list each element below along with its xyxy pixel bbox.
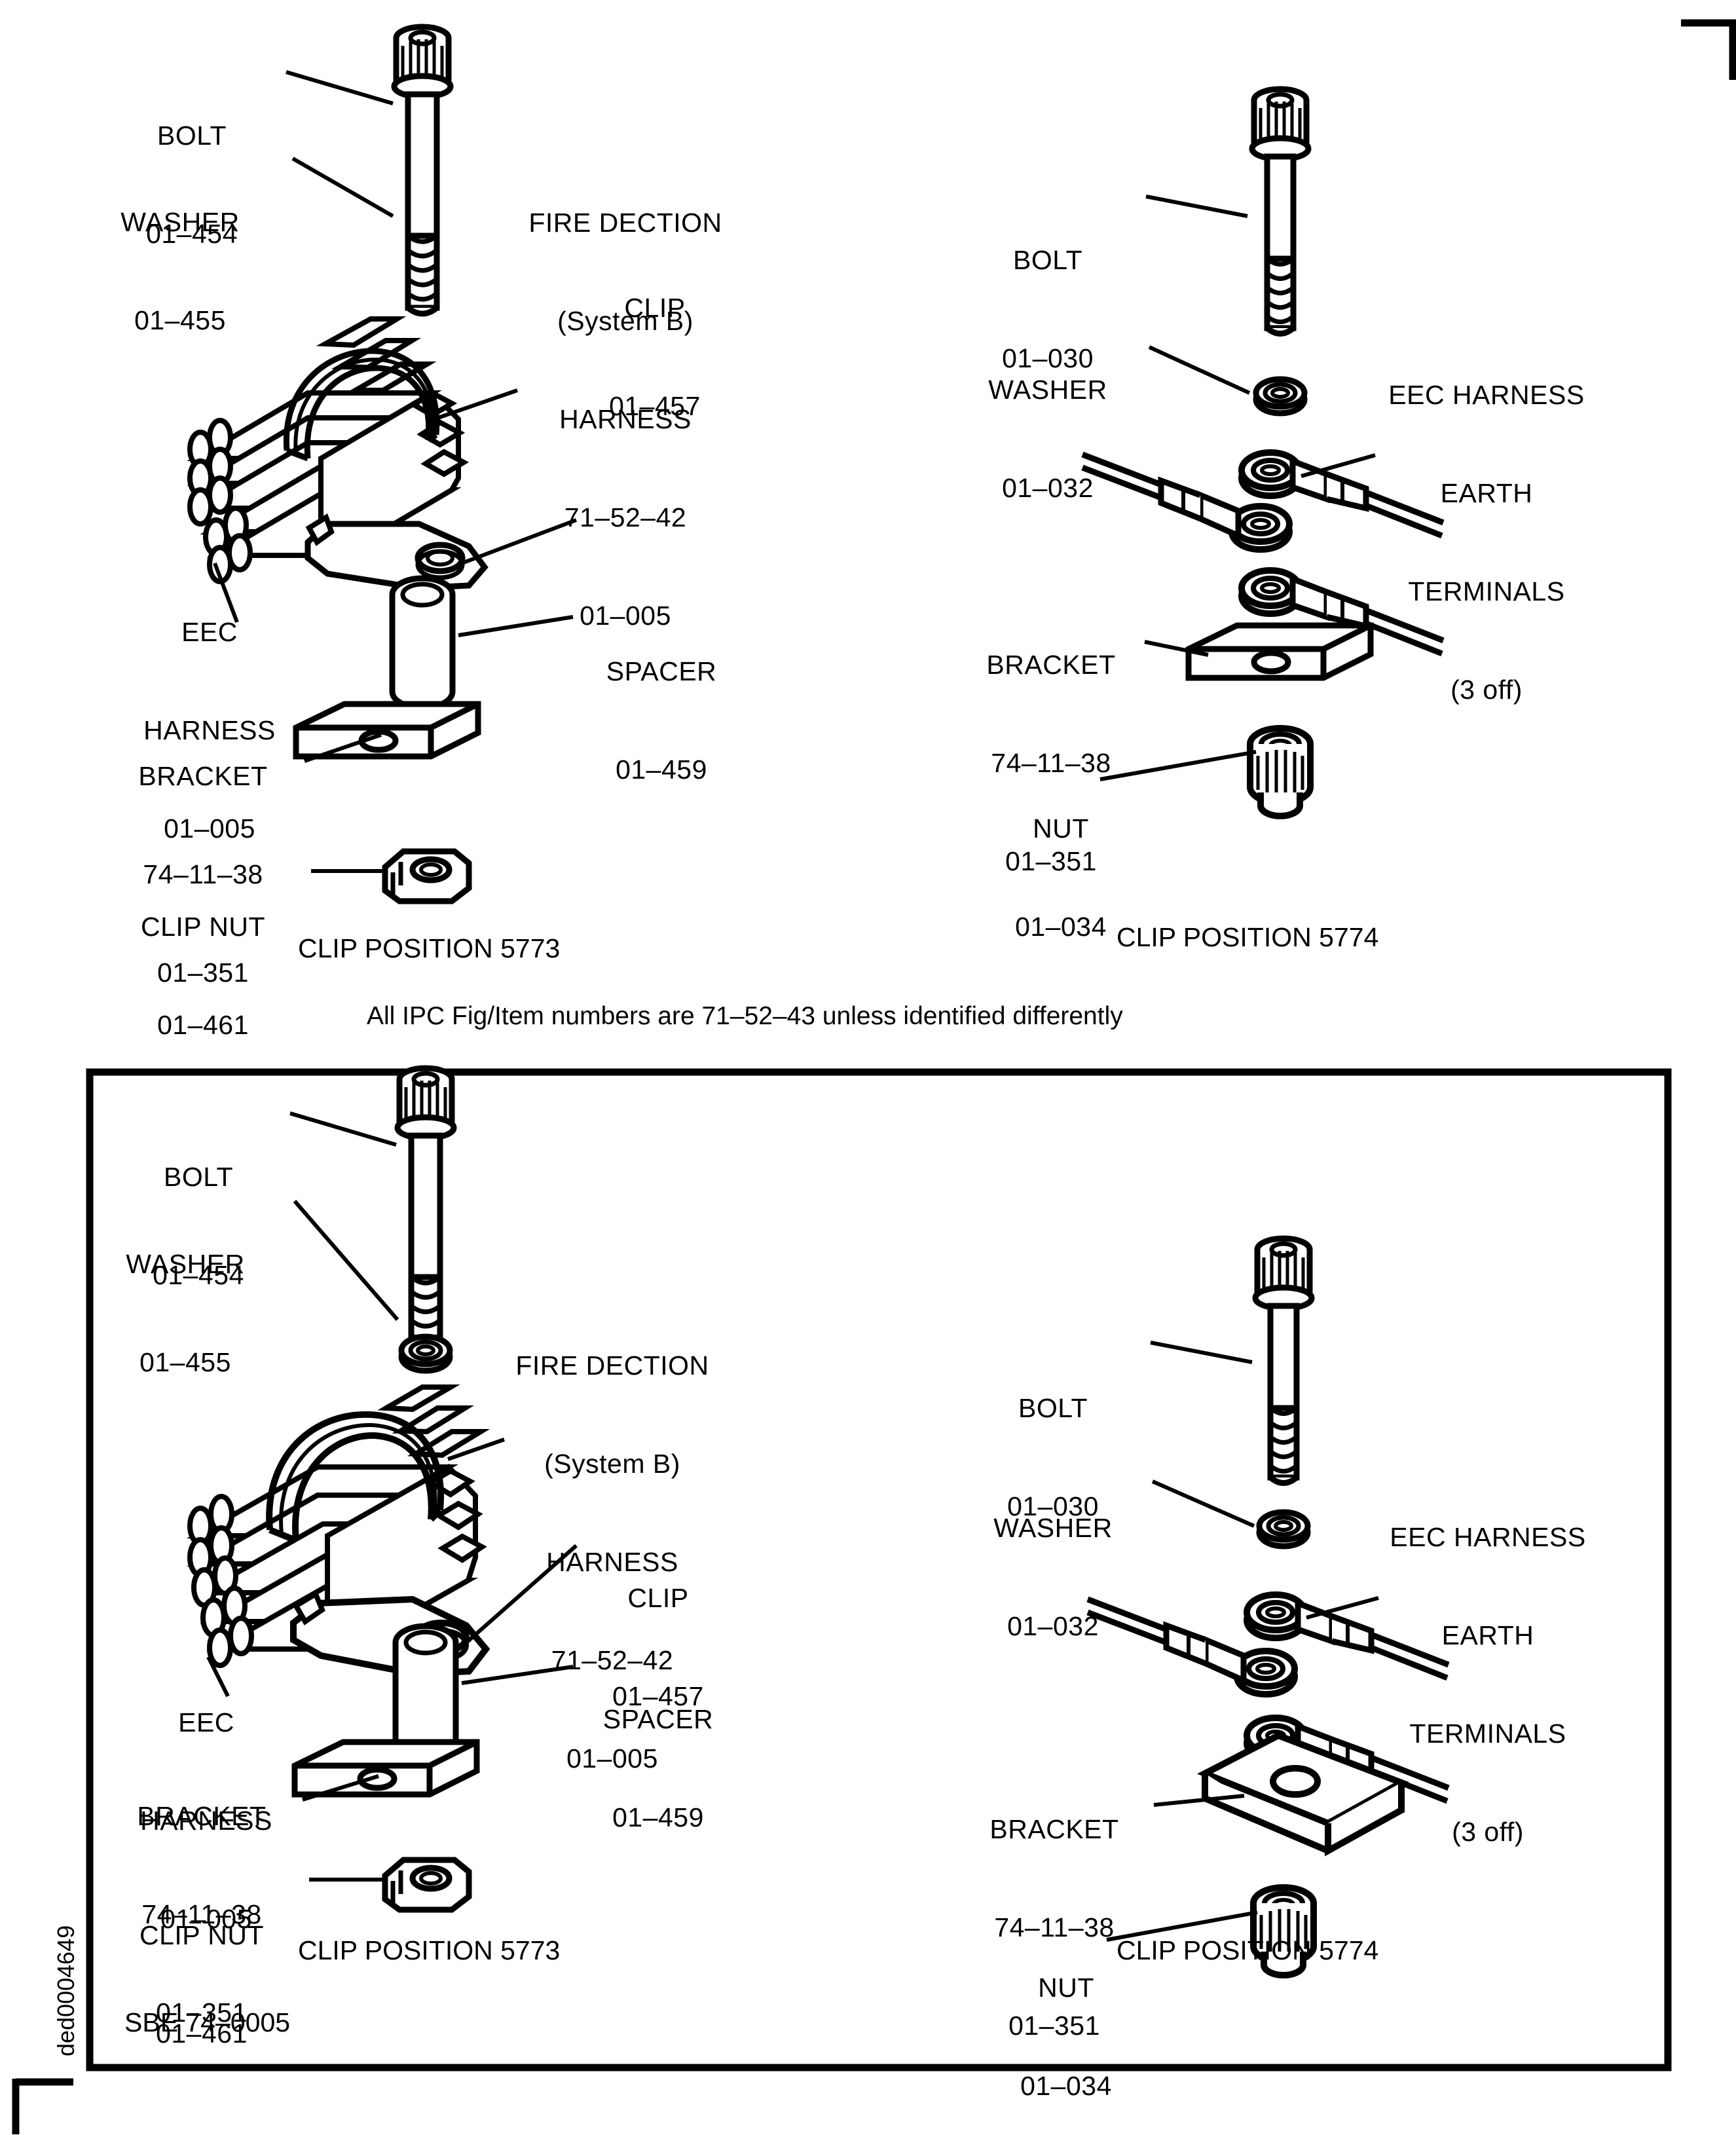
label-spacer-lower: SPACER 01‒459 xyxy=(602,1704,714,1832)
label-washer-lower-left: WASHER 01‒455 xyxy=(126,1249,245,1377)
upper-left-harness-clip xyxy=(187,316,489,591)
caption-clip-position-5774-lower: CLIP POSITION 5774 xyxy=(1117,1935,1379,1965)
upper-right-leader-lines xyxy=(1099,195,1376,781)
label-eec-harness-lower-left: EEC HARNESS 01‒005 xyxy=(140,1707,272,1934)
label-clip-upper: CLIP 01‒457 xyxy=(609,293,701,421)
caption-clip-position-5773-upper: CLIP POSITION 5773 xyxy=(298,933,561,963)
label-clip-nut-lower: CLIP NUT 01‒461 xyxy=(139,1920,265,2049)
label-bolt-lower-left: BOLT 01‒454 xyxy=(153,1162,244,1290)
ipc-note: All IPC Fig/Item numbers are 71‒52‒43 un… xyxy=(367,1002,1123,1030)
lower-panel-border xyxy=(86,1068,1672,2071)
label-bracket-upper-left: BRACKET 74‒11‒38 01‒351 xyxy=(138,761,268,988)
label-fire-detection-harness-upper: FIRE DECTION (System B) HARNESS 71‒52‒42… xyxy=(528,208,722,631)
label-bracket-lower-left: BRACKET 74‒11‒38 01‒351 xyxy=(137,1801,267,2028)
label-washer-upper-right: WASHER 01‒032 xyxy=(988,375,1107,503)
label-eec-harness-upper-left: EEC HARNESS 01‒005 xyxy=(143,617,276,844)
corner-crop-mark-top-right xyxy=(1681,19,1736,80)
upper-left-leader-lines xyxy=(213,70,578,873)
label-nut-lower: NUT 01‒034 xyxy=(1020,1973,1112,2101)
label-bolt-upper-right: BOLT 01‒030 xyxy=(1002,245,1094,373)
upper-left-assembly xyxy=(187,27,489,901)
label-eec-earth-terminals-upper: EEC HARNESS EARTH TERMINALS (3 off) xyxy=(1388,380,1585,705)
corner-crop-mark-bottom-left xyxy=(12,2078,73,2134)
upper-right-assembly xyxy=(1082,89,1443,816)
label-spacer-upper: SPACER 01‒459 xyxy=(606,656,717,785)
lower-right-leader-lines xyxy=(1106,1341,1379,1942)
lower-right-assembly xyxy=(1088,1238,1449,1975)
label-fire-detection-harness-lower: FIRE DECTION (System B) HARNESS 71‒52‒42… xyxy=(515,1350,709,1773)
label-bolt-lower-right: BOLT 01‒030 xyxy=(1007,1393,1099,1521)
label-washer-lower-right: WASHER 01‒032 xyxy=(993,1513,1113,1641)
label-nut-upper: NUT 01‒034 xyxy=(1015,813,1107,942)
sbe-reference: SBE 74‒0005 xyxy=(124,2007,291,2037)
label-bolt-upper-left: BOLT 01‒454 xyxy=(146,121,238,249)
lower-left-leader-lines xyxy=(206,1111,578,1882)
label-bracket-lower-right: BRACKET 74‒11‒38 01‒351 xyxy=(989,1814,1119,2041)
caption-clip-position-5774-upper: CLIP POSITION 5774 xyxy=(1117,922,1379,952)
lower-left-assembly xyxy=(186,1068,490,1910)
label-bracket-upper-right: BRACKET 74‒11‒38 01‒351 xyxy=(986,650,1116,876)
drawing-number: ded0004649 xyxy=(52,1925,79,2056)
caption-clip-position-5773-lower: CLIP POSITION 5773 xyxy=(298,1935,561,1965)
label-washer-upper-left: WASHER 01‒455 xyxy=(120,207,240,335)
label-clip-nut-upper: CLIP NUT 01‒461 xyxy=(140,912,266,1040)
label-eec-earth-terminals-lower: EEC HARNESS EARTH TERMINALS (3 off) xyxy=(1390,1522,1586,1847)
label-clip-lower: CLIP 01‒457 xyxy=(612,1583,704,1711)
